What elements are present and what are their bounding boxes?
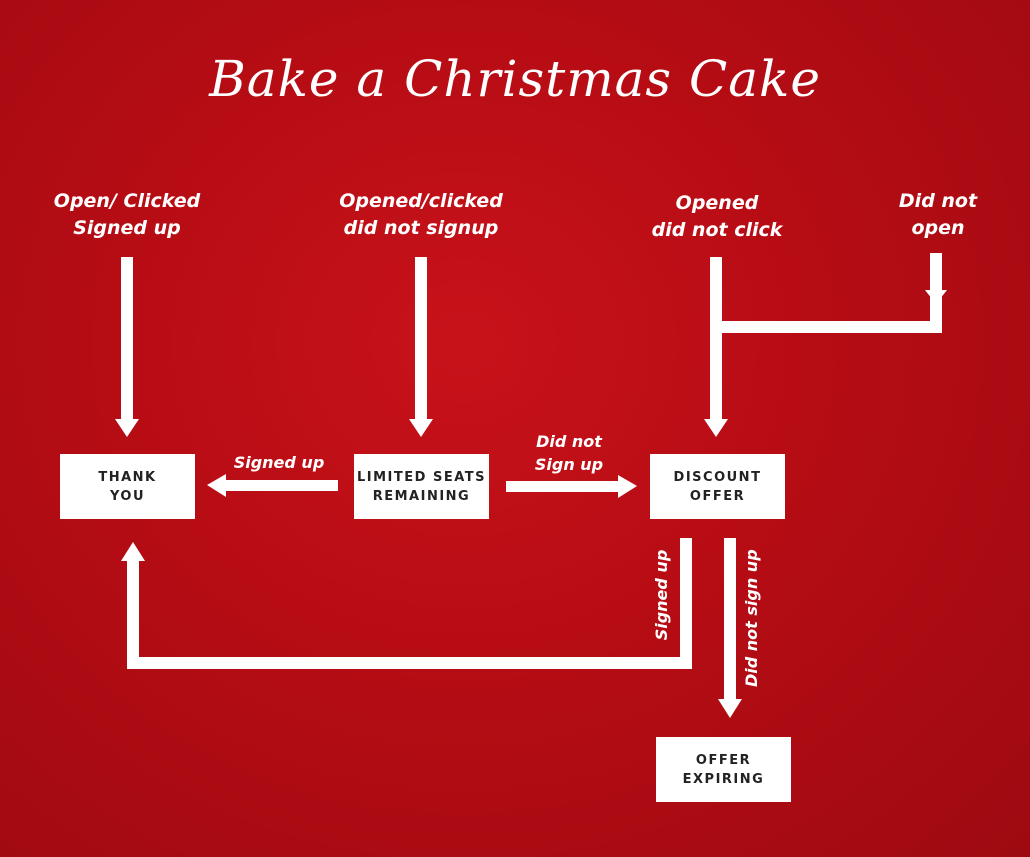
page-title: Bake a Christmas Cake <box>209 50 821 108</box>
edge-label-did-not-sign-up: Did not Sign up <box>534 432 604 474</box>
node-thank-you: THANK YOU <box>60 454 195 519</box>
edge-label-signed-up-vertical: Signed up <box>652 549 671 641</box>
edge-label-did-not-sign-up-vertical: Did not sign up <box>742 549 761 687</box>
arrow-did-not-sign-up-head <box>618 475 637 498</box>
node-offer-expiring: OFFER EXPIRING <box>656 737 791 802</box>
arrow-expiring-shaft <box>724 538 736 699</box>
connector-loop-bottom <box>127 657 692 669</box>
arrow-loop-head <box>121 542 145 561</box>
connector-col4-across <box>716 321 942 333</box>
arrow-signed-up-shaft <box>226 480 338 491</box>
arrow-did-not-sign-up-shaft <box>506 481 618 492</box>
node-discount-offer: DISCOUNT OFFER <box>650 454 785 519</box>
connector-loop-up <box>127 561 139 669</box>
arrow-col4-marker <box>925 290 947 304</box>
node-limited-seats-remaining: LIMITED SEATS REMAINING <box>354 454 489 519</box>
arrow-expiring-head <box>718 699 742 718</box>
edge-label-signed-up: Signed up <box>233 453 325 472</box>
source-opened-clicked-no-signup: Opened/clicked did not signup <box>339 190 503 239</box>
arrow-col1-shaft <box>121 257 133 419</box>
arrow-col3-shaft <box>710 257 722 419</box>
source-opened-no-click: Opened did not click <box>651 192 783 241</box>
source-open-clicked-signed-up: Open/ Clicked Signed up <box>53 190 201 239</box>
arrow-col3-head <box>704 419 728 437</box>
source-did-not-open: Did not open <box>898 190 978 239</box>
connector-loop-down <box>680 538 692 669</box>
arrow-col1-head <box>115 419 139 437</box>
arrow-col2-head <box>409 419 433 437</box>
arrow-col2-shaft <box>415 257 427 419</box>
arrow-signed-up-head <box>207 474 226 497</box>
